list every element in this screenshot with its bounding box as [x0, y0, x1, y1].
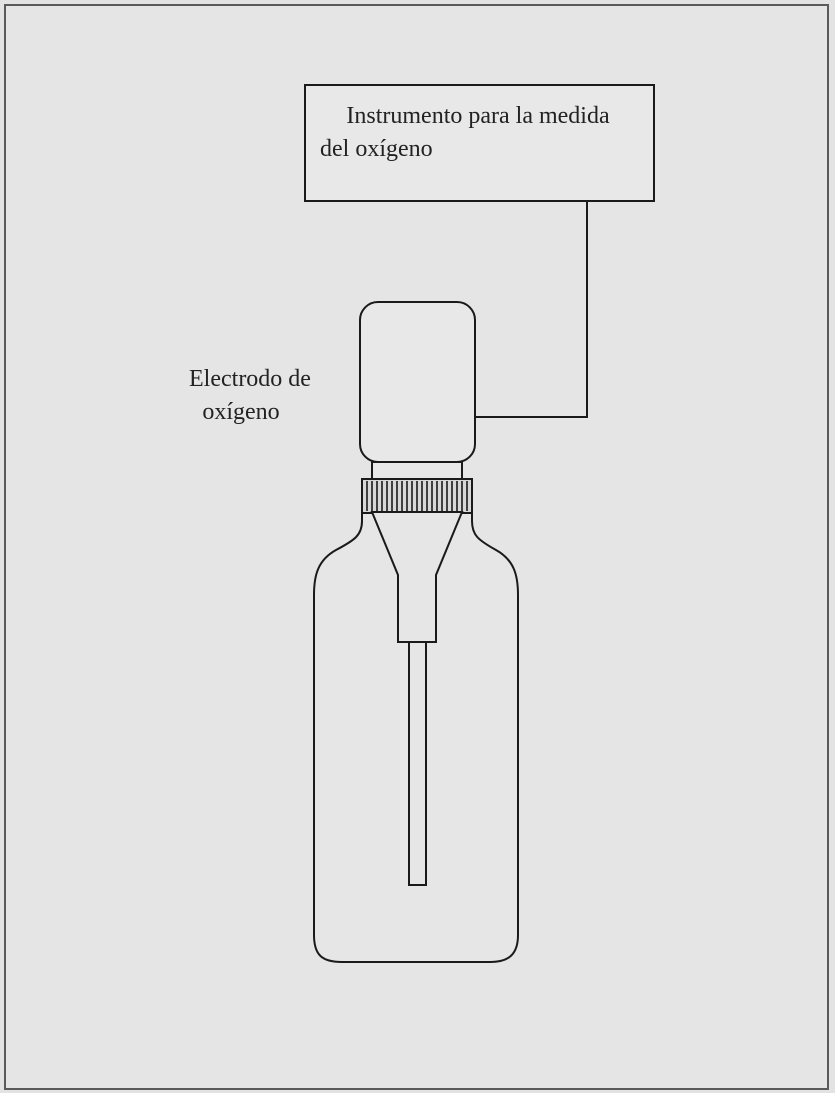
thread-lines	[366, 481, 468, 511]
instrument-box	[304, 84, 655, 202]
connection-cable	[474, 201, 588, 418]
electrode-label: Electrodo de oxígeno	[150, 363, 350, 429]
instrument-label-line1: Instrumento para la medida	[346, 103, 610, 129]
electrode-collar	[371, 461, 463, 480]
instrument-label: Instrumento para la medida del oxígeno	[308, 100, 648, 166]
electrode-label-line2: oxígeno	[202, 399, 280, 425]
electrode-probe-rod	[408, 641, 427, 886]
electrode-funnel	[370, 511, 464, 643]
instrument-label-line2: del oxígeno	[320, 136, 433, 162]
electrode-cap	[359, 301, 476, 463]
electrode-label-line1: Electrodo de	[189, 366, 311, 392]
